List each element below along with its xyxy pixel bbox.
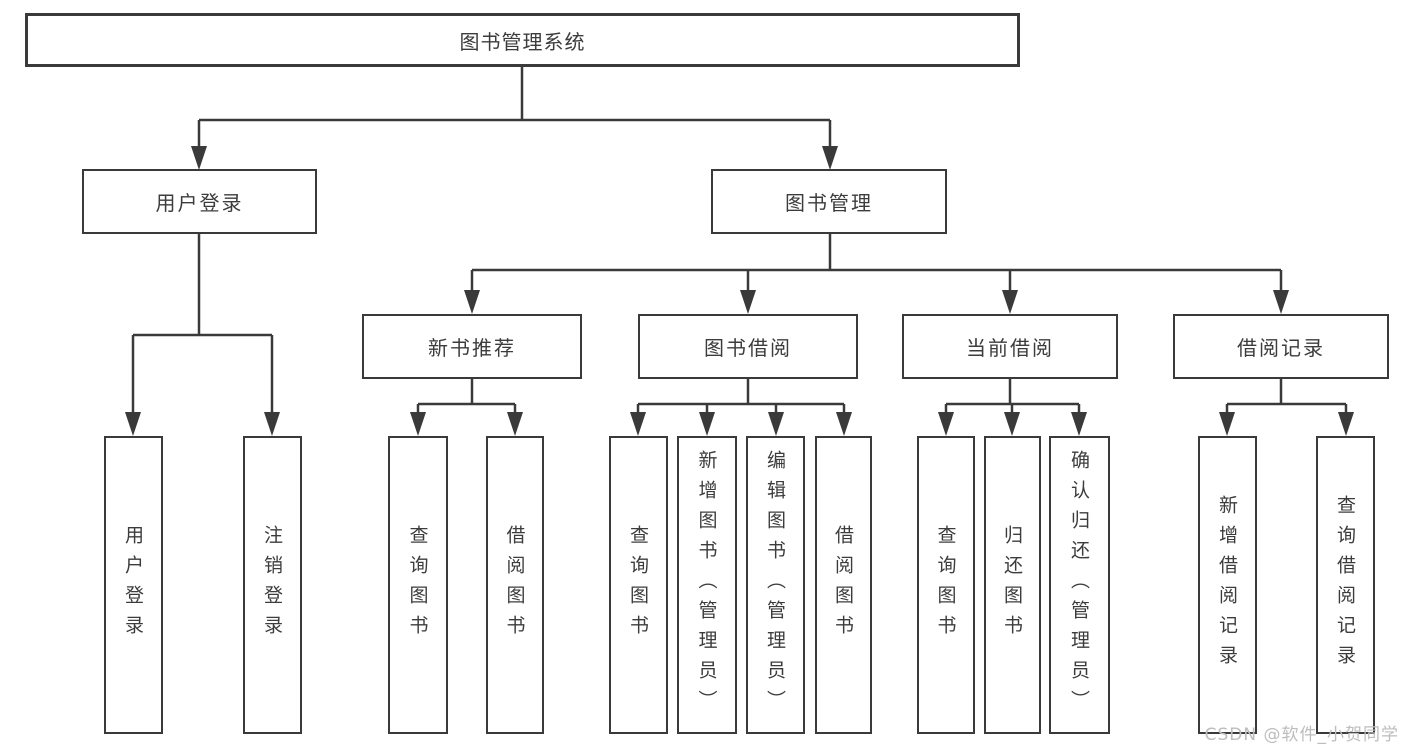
arrowhead-icon xyxy=(1002,290,1018,314)
leaf-logout: 注销登录 xyxy=(243,436,302,734)
arrowhead-icon xyxy=(1219,412,1235,436)
arrowhead-icon xyxy=(1338,412,1354,436)
arrowhead-icon xyxy=(125,412,141,436)
arrowhead-icon xyxy=(699,412,715,436)
node-book-management: 图书管理 xyxy=(711,169,947,234)
arrowhead-icon xyxy=(410,412,426,436)
leaf-cb-query-book: 查询图书 xyxy=(917,436,975,734)
arrowhead-icon xyxy=(1071,412,1087,436)
leaf-nb-borrow-book: 借阅图书 xyxy=(486,436,544,734)
arrowhead-icon xyxy=(822,146,838,170)
leaf-bb-add-book-admin: 新增图书（管理员） xyxy=(677,436,737,734)
leaf-br-add-record: 新增借阅记录 xyxy=(1198,436,1257,734)
node-borrow-records: 借阅记录 xyxy=(1173,314,1389,379)
watermark: CSDN @软件_小贺同学 xyxy=(1204,725,1399,745)
node-current-borrow: 当前借阅 xyxy=(902,314,1118,379)
arrowhead-icon xyxy=(740,290,756,314)
arrowhead-icon xyxy=(464,290,480,314)
leaf-bb-edit-book-admin: 编辑图书（管理员） xyxy=(746,436,805,734)
leaf-cb-return-book: 归还图书 xyxy=(984,436,1041,734)
arrowhead-icon xyxy=(630,412,646,436)
arrowhead-icon xyxy=(507,412,523,436)
node-new-book-recommend: 新书推荐 xyxy=(362,314,582,379)
leaf-user-login: 用户登录 xyxy=(104,436,163,734)
node-book-borrow: 图书借阅 xyxy=(638,314,858,379)
arrowhead-icon xyxy=(836,412,852,436)
arrowhead-icon xyxy=(1004,412,1020,436)
arrowhead-icon xyxy=(938,412,954,436)
leaf-cb-confirm-return-admin: 确认归还（管理员） xyxy=(1049,436,1110,734)
arrowhead-icon xyxy=(768,412,784,436)
arrowhead-icon xyxy=(264,412,280,436)
node-user-login-group: 用户登录 xyxy=(82,169,317,234)
arrowhead-icon xyxy=(191,146,207,170)
leaf-nb-query-book: 查询图书 xyxy=(388,436,448,734)
leaf-br-query-record: 查询借阅记录 xyxy=(1316,436,1375,734)
arrowhead-icon xyxy=(1273,290,1289,314)
node-root-library-system: 图书管理系统 xyxy=(25,13,1020,67)
leaf-bb-borrow-book: 借阅图书 xyxy=(815,436,872,734)
leaf-bb-query-book: 查询图书 xyxy=(609,436,668,734)
